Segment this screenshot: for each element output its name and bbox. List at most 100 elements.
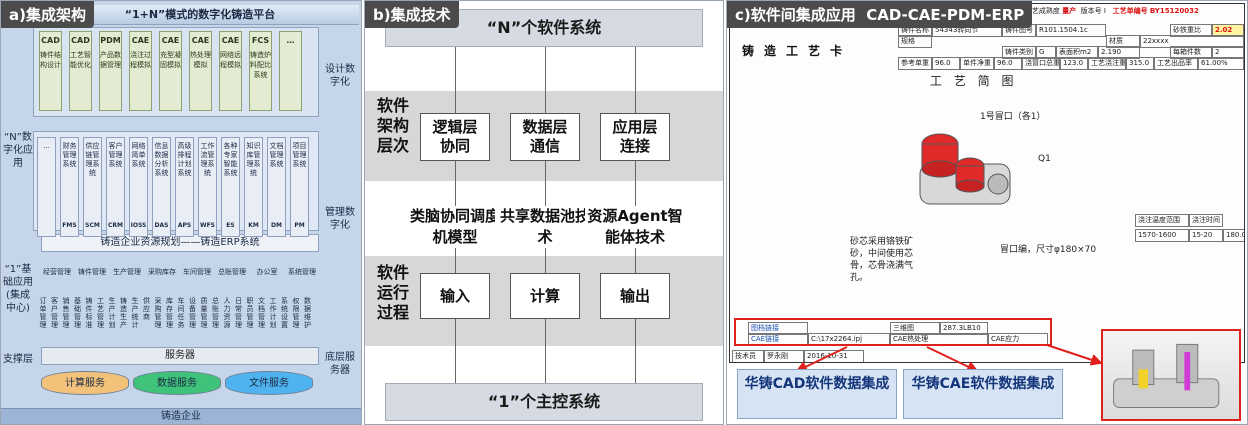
cae-system-code: FCS <box>251 36 270 45</box>
mgmt-system-name: 高级排程计划系统 <box>177 142 192 177</box>
cae-simulation-thumbnail[interactable] <box>1101 329 1241 421</box>
cae-system-code: CAE <box>191 36 210 45</box>
one-master-system: “1”个主控系统 <box>385 383 703 421</box>
technology-method-label: 资源Agent智能体技术 <box>585 206 685 248</box>
process-card-document: 状态 正常 工艺成熟度 量产 版本号 I 工艺单编号 BY15120032 铸造… <box>729 3 1245 363</box>
integration-technology-panel: b)集成技术 “N”个软件系统 软件架构层次 软件运行过程 “1”个主控系统 逻… <box>364 0 724 425</box>
compute-service-cylinder: 计算服务 <box>41 371 129 395</box>
three-d-label[interactable]: 三维图 <box>890 322 940 335</box>
bottom-server-label: 底层服务器 <box>325 352 355 376</box>
mgmt-system-code: KM <box>248 222 259 229</box>
design-digital-label: 设计数字化 <box>325 64 355 88</box>
mgmt-digital-label: 管理数字化 <box>325 207 355 231</box>
cae-system-code: … <box>286 36 295 45</box>
erp-subsystem-label: 工艺管理 <box>97 297 104 329</box>
cad-button-label: 华铸CAD软件数据集成 <box>744 376 890 392</box>
cae-system-name: 热处理模拟 <box>190 51 211 69</box>
mgmt-system-code: WFS <box>199 222 216 229</box>
arch-layer-box: 逻辑层协同 <box>420 113 490 161</box>
erp-subsystem-label: 人力资源 <box>223 297 231 329</box>
total-wt-value: 96.0 <box>994 57 1022 70</box>
card-title: 铸造工艺卡 <box>742 44 853 58</box>
panel-b-tag: b)集成技术 <box>365 1 459 28</box>
cae-system-code: CAE <box>161 36 180 45</box>
huazhu-cad-integration-button[interactable]: 华铸CAD软件数据集成 <box>737 369 897 419</box>
mgmt-system-box: 高级排程计划系统 APS <box>175 137 194 237</box>
erp-group-label: 生产管理 <box>113 268 141 276</box>
tech-lead-label: 技术员 <box>732 350 764 362</box>
one-base-app-label: “1”基础应用(集成中心) <box>3 264 33 314</box>
simulation-model-icon <box>1113 343 1220 408</box>
riser-size-annotation: 冒口编，尺寸φ180×70 <box>1000 245 1097 255</box>
mgmt-system-name: 信息数据分析系统 <box>154 142 169 177</box>
three-d-file: 287.3LB10 <box>940 322 988 335</box>
maturity-label: 工艺成熟度 <box>1024 7 1060 15</box>
erp-subsystem-label: 车间任务 <box>177 297 185 329</box>
erp-subsystem-label: 基础管理 <box>74 297 81 329</box>
mgmt-system-code: SCM <box>85 222 100 229</box>
erp-subsystem-label: 质量管理 <box>200 297 208 329</box>
support-layer-label: 支撑层 <box>3 354 33 365</box>
mgmt-system-name: … <box>43 142 50 150</box>
erp-subsystem-label: 铸造生产 <box>120 297 127 329</box>
time-label: 浇注时间 <box>1189 214 1223 227</box>
cae-system-name: 浇注过程模拟 <box>130 51 151 69</box>
total-wt-label: 单件净重 <box>960 57 994 70</box>
mgmt-system-code: APS <box>177 222 192 229</box>
mgmt-system-code: IOSS <box>130 222 147 229</box>
mgmt-system-name: 工作流管理系统 <box>200 142 215 177</box>
area-value: 2.190 <box>1098 46 1140 59</box>
mgmt-system-box: 工作流管理系统 WFS <box>198 137 217 237</box>
arch-layer-box: 应用层连接 <box>600 113 670 161</box>
huazhu-cae-integration-button[interactable]: 华铸CAE软件数据集成 <box>903 369 1063 419</box>
version-value: I <box>1103 7 1106 15</box>
mgmt-system-name: 财务管理系统 <box>62 142 77 168</box>
area-label: 表面积m2 <box>1056 46 1098 59</box>
pdm-link-label[interactable]: 图档链接 <box>748 322 808 335</box>
core-annotation: 砂芯采用铬铁矿砂，中间使用芯骨，芯骨浇满气孔。 <box>850 237 914 283</box>
erp-subsystem-label: 日常管理 <box>235 297 242 329</box>
file-service-cylinder: 文件服务 <box>225 371 313 395</box>
cae-system-name: 网络远程模拟 <box>220 51 241 69</box>
tech-lead-name: 罗永刚 <box>764 350 804 362</box>
cae-system-name: 铸件结构设计 <box>40 51 61 69</box>
mgmt-system-name: 供应链管理系统 <box>85 142 100 177</box>
erp-group-label: 铸件管理 <box>78 268 106 276</box>
mgmt-system-name: 各种专家智能系统 <box>223 142 238 177</box>
single-wt-label: 参考单重 <box>898 57 932 70</box>
data-service-cylinder: 数据服务 <box>133 371 221 395</box>
erp-group-label: 采购库存 <box>148 268 176 276</box>
cae-system-name: 产品数据管理 <box>100 51 121 69</box>
cae-system-box: CAE 热处理模拟 <box>189 31 212 111</box>
casting-sketch-icon <box>919 133 1011 205</box>
pour-wt-label: 浇冒口总重 <box>1022 57 1060 70</box>
erp-subsystem-label: 销售管理 <box>62 297 70 329</box>
cae-system-name: 充型凝固模拟 <box>160 51 181 69</box>
link-highlight-box <box>734 318 1052 346</box>
technology-method-label: 类脑协同调度机模型 <box>405 206 505 248</box>
pour-temp-value: 1570-1600 <box>1135 229 1189 242</box>
material-value: 22xxxx <box>1140 35 1244 48</box>
software-integration-panel: c)软件间集成应用 CAD-CAE-PDM-ERP 状态 正常 工艺成熟度 量产… <box>726 0 1248 425</box>
mgmt-system-code: CRM <box>108 222 123 229</box>
drawing-value: R101.1504.1c <box>1036 24 1106 37</box>
cae-system-name: 铸造炉料配比系统 <box>250 51 271 79</box>
erp-group-label: 办公室 <box>256 268 278 276</box>
erp-subsystem-label: 数据维护 <box>304 297 311 329</box>
cae-system-box: FCS 铸造炉料配比系统 <box>249 31 272 111</box>
panel-c-tag-text: c)软件间集成应用 <box>735 6 856 24</box>
mgmt-system-name: 文档管理系统 <box>269 142 284 168</box>
panel-c-subtitle: CAD-CAE-PDM-ERP <box>866 6 1025 24</box>
mgmt-system-box: … <box>37 137 56 237</box>
count-value: 2 <box>1212 46 1244 59</box>
n-digital-app-label: “N”数字化应用 <box>3 132 33 169</box>
mgmt-system-code: DAS <box>154 222 169 229</box>
mgmt-system-code: ES <box>226 222 235 229</box>
count-label: 每箱件数 <box>1170 46 1212 59</box>
process-value: G <box>1036 46 1056 59</box>
yield-label: 工艺出品率 <box>1154 57 1198 70</box>
